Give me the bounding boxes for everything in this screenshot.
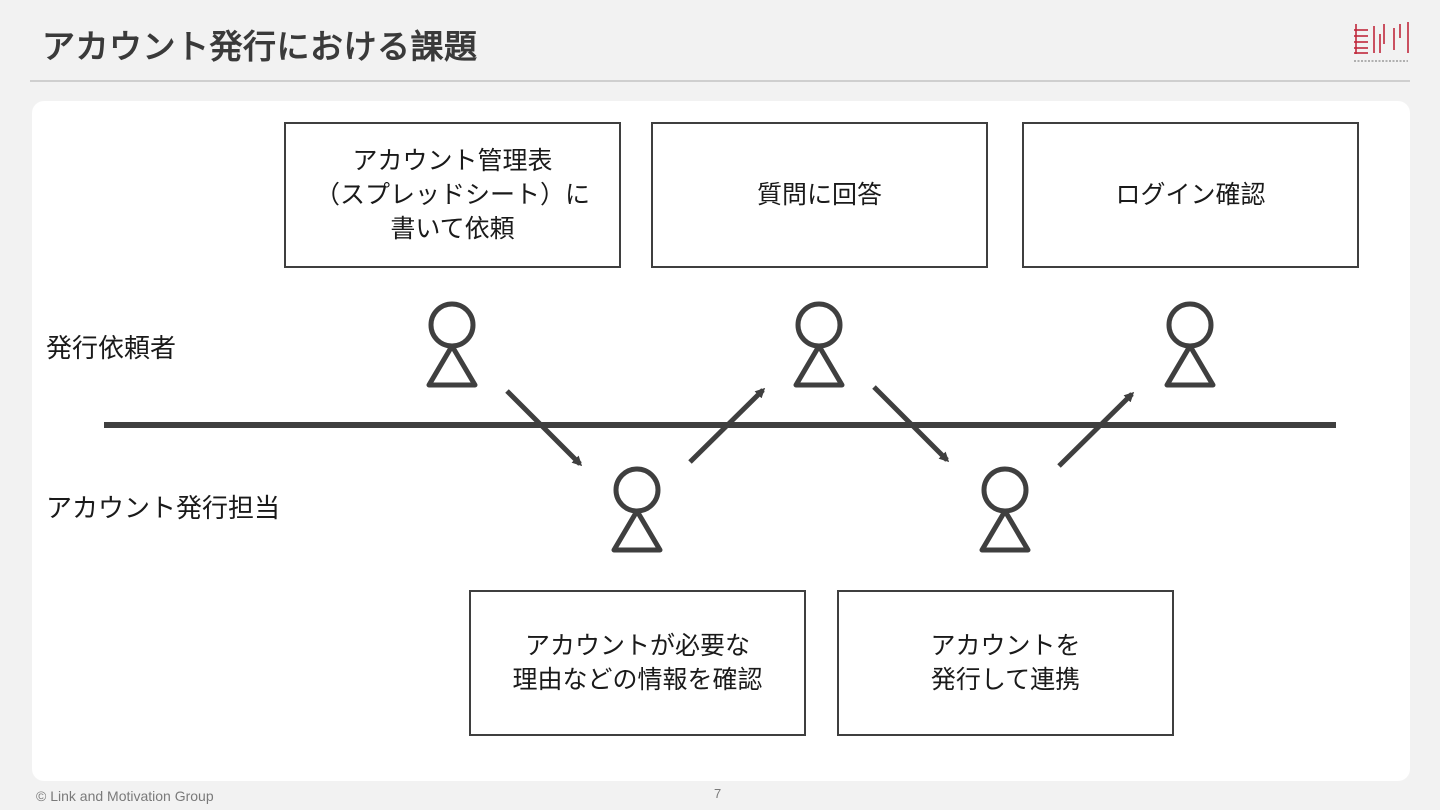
person-icon: [793, 301, 845, 388]
role-label-requester: 発行依頼者: [46, 334, 177, 364]
person-icon: [611, 466, 663, 553]
page-number: 7: [714, 786, 722, 801]
copyright-notice: © Link and Motivation Group: [36, 788, 214, 804]
arrow-down-icon: [872, 385, 950, 463]
arrow-up-icon: [1057, 391, 1135, 468]
person-icon: [979, 466, 1031, 553]
arrow-up-icon: [688, 387, 766, 464]
slide-title: アカウント発行における課題: [42, 27, 478, 66]
step-box-answer: 質問に回答: [651, 122, 988, 268]
step-box-login: ログイン確認: [1022, 122, 1359, 268]
role-label-issuer: アカウント発行担当: [46, 494, 281, 524]
step-box-issue: アカウントを 発行して連携: [837, 590, 1174, 736]
company-logo-icon: [1354, 22, 1409, 62]
step-box-request: アカウント管理表 （スプレッドシート）に 書いて依頼: [284, 122, 621, 268]
person-icon: [426, 301, 478, 388]
arrow-down-icon: [505, 389, 583, 467]
person-icon: [1164, 301, 1216, 388]
title-divider: [30, 80, 1410, 82]
step-box-check-reason: アカウントが必要な 理由などの情報を確認: [469, 590, 806, 736]
